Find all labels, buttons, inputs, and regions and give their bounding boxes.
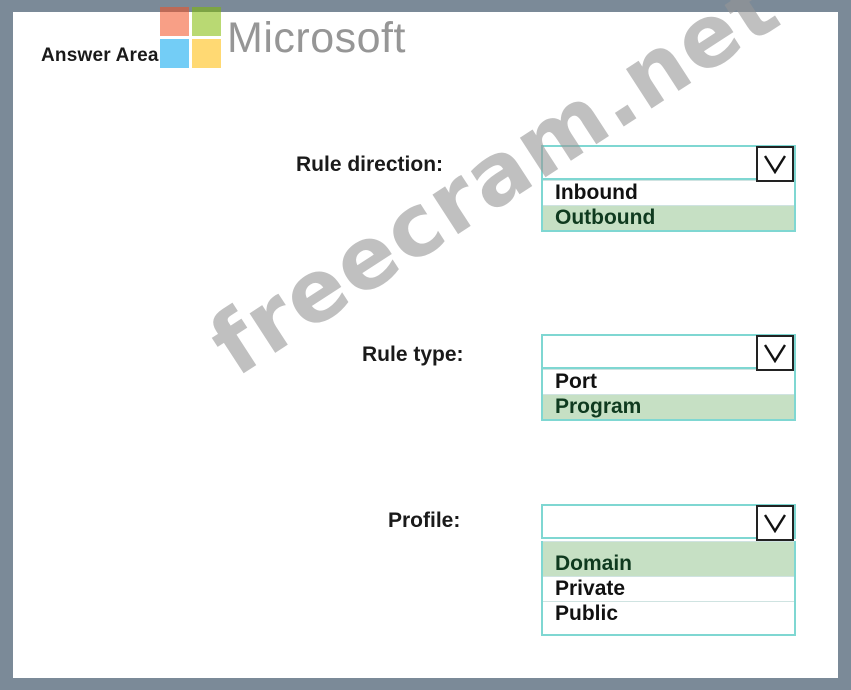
rule-type-label: Rule type: <box>362 343 464 366</box>
option-inbound[interactable]: Inbound <box>543 180 794 205</box>
microsoft-brand-text: Microsoft <box>227 14 406 62</box>
microsoft-logo <box>160 7 222 69</box>
rule-direction-options: Inbound Outbound <box>541 180 796 232</box>
rule-type-dropdown[interactable]: Port Program <box>541 334 796 421</box>
rule-direction-chevron-button[interactable] <box>756 146 794 182</box>
profile-select[interactable] <box>541 504 796 541</box>
rule-type-select[interactable] <box>541 334 796 371</box>
rule-direction-dropdown[interactable]: Inbound Outbound <box>541 145 796 232</box>
rule-direction-label: Rule direction: <box>296 153 444 176</box>
chevron-down-icon <box>764 514 786 533</box>
option-domain[interactable]: Domain <box>543 541 794 576</box>
answer-area-panel: Answer Area Microsoft Rule direction: In… <box>13 0 838 678</box>
profile-dropdown[interactable]: Domain Private Public <box>541 504 796 636</box>
option-public[interactable]: Public <box>543 601 794 626</box>
chevron-down-icon <box>764 155 786 174</box>
profile-options: Domain Private Public <box>541 541 796 636</box>
answer-area-title: Answer Area <box>41 45 159 66</box>
profile-chevron-button[interactable] <box>756 505 794 541</box>
logo-square-blue <box>160 39 189 68</box>
logo-square-red <box>160 7 189 36</box>
rule-type-chevron-button[interactable] <box>756 335 794 371</box>
option-outbound[interactable]: Outbound <box>543 205 794 230</box>
option-program[interactable]: Program <box>543 394 794 419</box>
rule-type-options: Port Program <box>541 369 796 421</box>
option-port[interactable]: Port <box>543 369 794 394</box>
option-private[interactable]: Private <box>543 576 794 601</box>
logo-square-green <box>192 7 221 36</box>
profile-label: Profile: <box>388 509 461 532</box>
chevron-down-icon <box>764 344 786 363</box>
rule-direction-select[interactable] <box>541 145 796 182</box>
logo-square-yellow <box>192 39 221 68</box>
